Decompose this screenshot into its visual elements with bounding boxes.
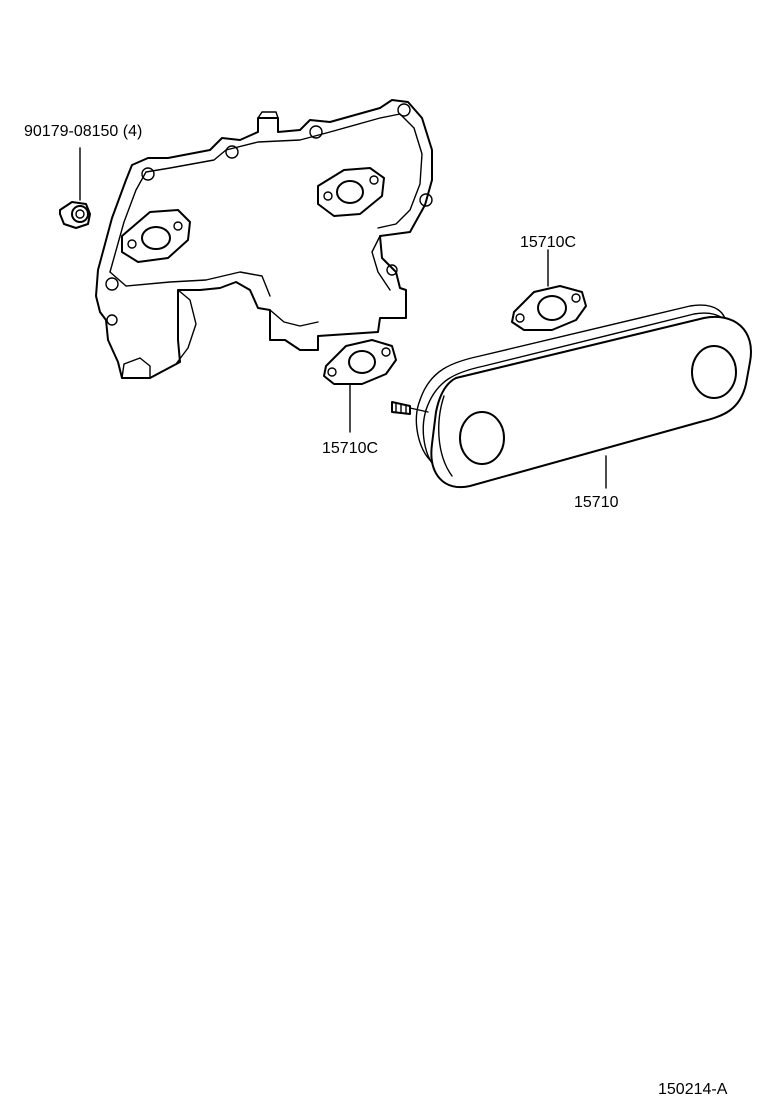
gasket-upper	[511, 249, 587, 331]
gasket-lower	[323, 339, 397, 433]
figure-code: 150214-A	[658, 1081, 728, 1098]
oil-cooler-label: 15710	[574, 494, 619, 511]
gasket-lower-label: 15710C	[322, 440, 378, 457]
gasket-upper-label: 15710C	[520, 234, 576, 251]
flange-nut	[59, 147, 91, 229]
oil-cooler	[391, 304, 752, 489]
engine-cover-housing	[95, 99, 433, 379]
nut-part-label: 90179-08150 (4)	[24, 123, 142, 140]
